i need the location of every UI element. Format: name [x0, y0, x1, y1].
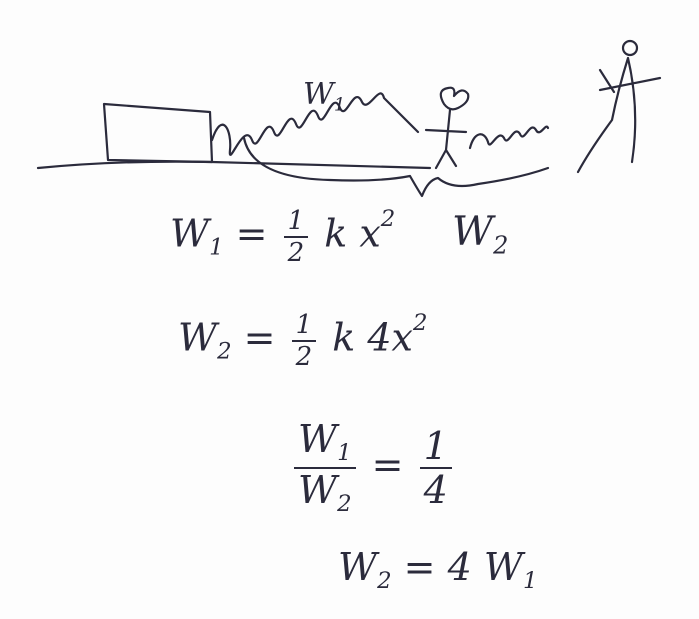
equation-4: W2 = 4 W1	[338, 545, 538, 594]
right-label: W2	[452, 209, 509, 260]
small-figure	[424, 86, 470, 170]
stick-figure	[576, 56, 662, 174]
ground-line	[36, 160, 432, 170]
stick-figure-head	[621, 39, 639, 57]
spring-1	[210, 92, 420, 156]
spring-2	[468, 125, 550, 150]
block	[102, 102, 214, 164]
spring-label: W1	[303, 77, 346, 116]
lower-arc	[242, 136, 550, 198]
